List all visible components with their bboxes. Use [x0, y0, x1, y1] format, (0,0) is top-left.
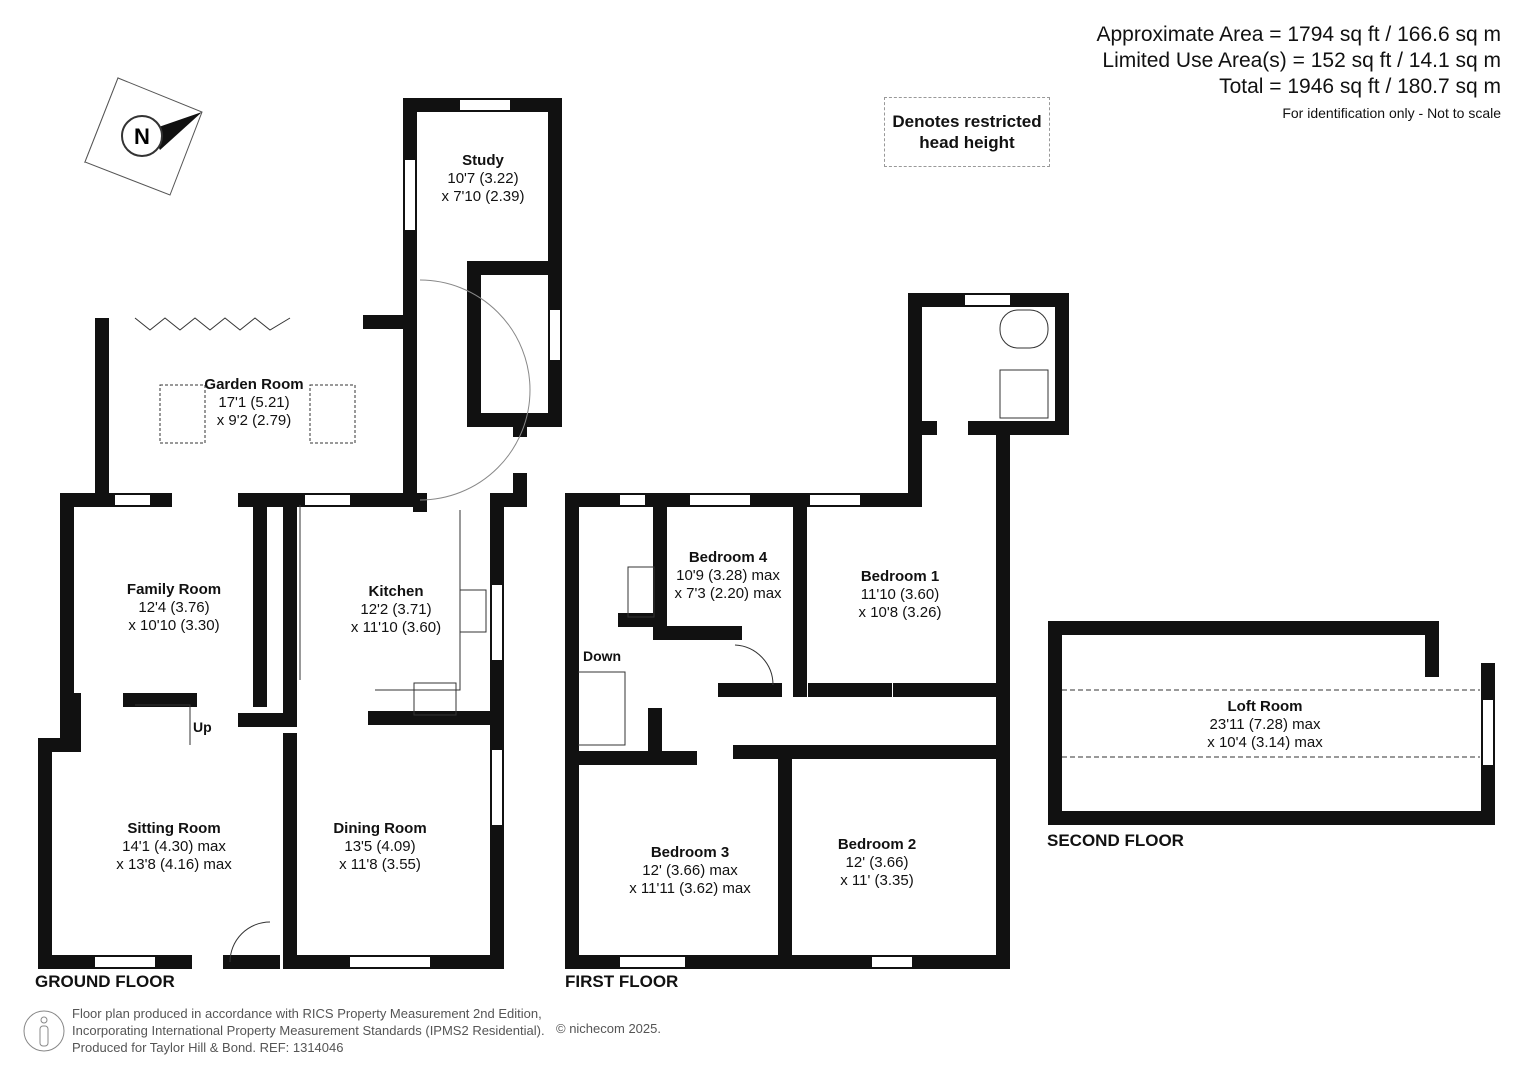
bath	[999, 309, 1049, 349]
walls	[38, 98, 1495, 969]
first-floor-walls	[565, 293, 1069, 969]
restricted-height-legend: Denotes restricted head height	[884, 97, 1050, 167]
door-swing	[734, 644, 774, 686]
hob	[413, 682, 457, 716]
shower	[999, 369, 1049, 419]
footer-line1: Floor plan produced in accordance with R…	[72, 1006, 542, 1021]
first-floor-label: FIRST FLOOR	[565, 972, 679, 991]
scale-note: For identification only - Not to scale	[1282, 105, 1501, 121]
stairs-up-label: Up	[193, 719, 212, 735]
sink	[459, 589, 487, 633]
copyright: © nichecom 2025.	[556, 1021, 661, 1036]
compass-label: N	[134, 124, 150, 149]
legend-line1: Denotes restricted	[892, 112, 1042, 131]
ground-interior-walls	[67, 261, 562, 969]
stairs-first	[578, 671, 626, 746]
first-interior-walls	[565, 421, 1007, 969]
stairs-ground	[135, 704, 191, 745]
garden-room-walls	[95, 315, 410, 507]
roof-light	[159, 384, 206, 444]
approximate-area: Approximate Area = 1794 sq ft / 166.6 sq…	[1096, 23, 1502, 46]
roof-light	[309, 384, 356, 444]
kitchen-units	[299, 505, 461, 691]
ground-floor-label: GROUND FLOOR	[35, 972, 175, 991]
footer-line3: Produced for Taylor Hill & Bond. REF: 13…	[72, 1040, 344, 1055]
footer-line2: Incorporating International Property Mea…	[72, 1023, 545, 1038]
limited-use-area: Limited Use Area(s) = 152 sq ft / 14.1 s…	[1102, 49, 1501, 72]
legend-line2: head height	[919, 133, 1015, 152]
total-area: Total = 1946 sq ft / 180.7 sq m	[1219, 75, 1501, 98]
bifold-doors	[134, 317, 291, 331]
restricted-height-line	[1062, 689, 1480, 758]
windows	[95, 100, 1493, 967]
second-floor-label: SECOND FLOOR	[1047, 831, 1184, 850]
door-swing	[229, 921, 271, 963]
fixtures	[134, 279, 1480, 963]
shower	[627, 566, 655, 618]
footer-text: Floor plan produced in accordance with R…	[72, 1005, 545, 1056]
footer-person-icon	[23, 1010, 65, 1052]
compass-north-icon: N	[84, 76, 203, 196]
door-swing	[419, 279, 531, 501]
ground-floor-walls	[38, 98, 562, 969]
stairs-down-label: Down	[583, 648, 622, 664]
